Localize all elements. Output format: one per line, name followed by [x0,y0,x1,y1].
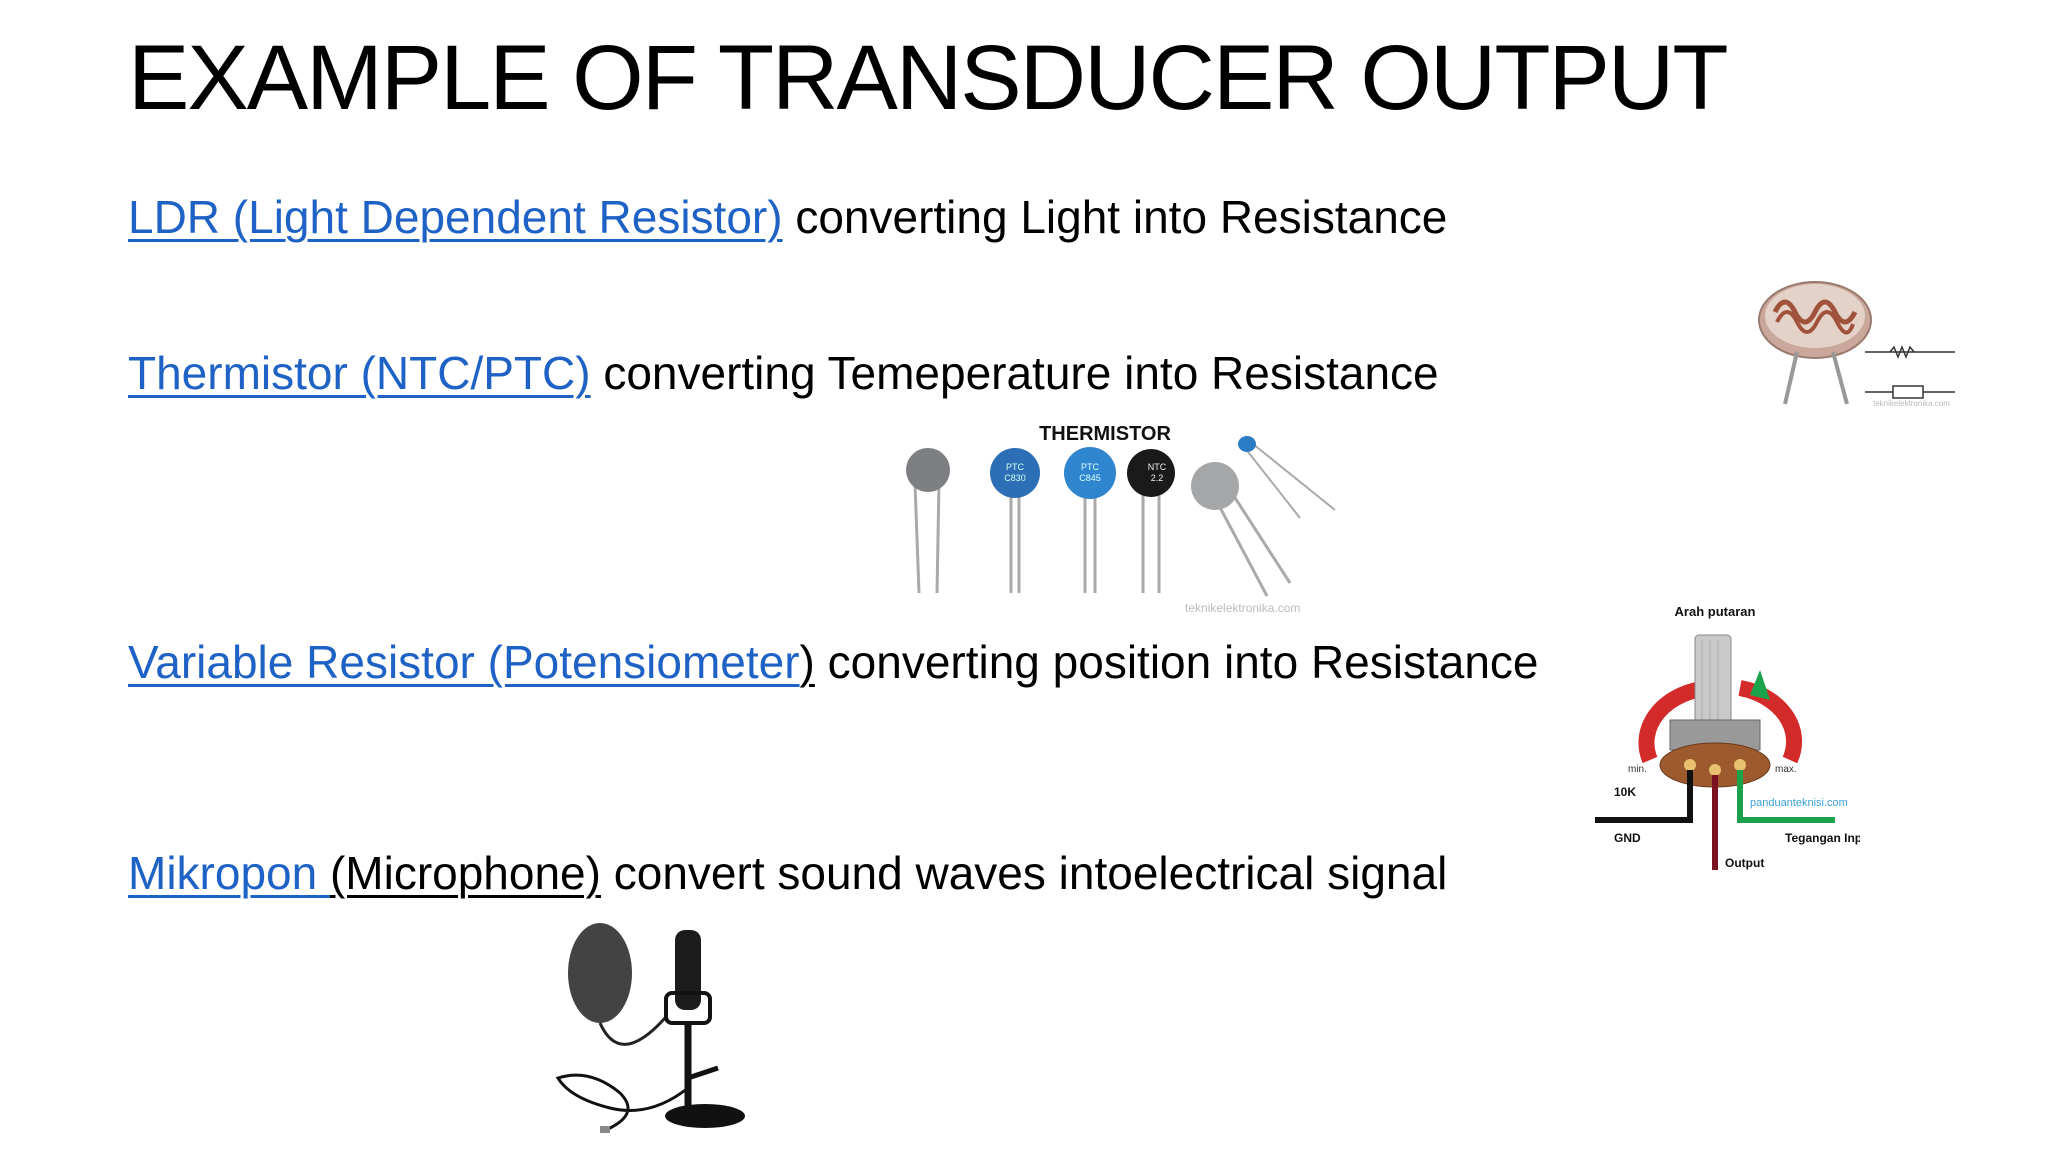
thermistor-description: converting Temeperature into Resistance [590,347,1439,399]
thermistor-label-5: NTC [1148,462,1167,472]
thermistor-label-2: C830 [1004,473,1026,483]
thermistor-link[interactable]: Thermistor (NTC/PTC) [128,347,591,399]
thermistor-label-1: PTC [1006,462,1025,472]
pot-max: max. [1775,764,1797,775]
potentiometer-image: Arah putaran min. max. 10K GND Output Te… [1590,600,1873,880]
ldr-image: teknikelektronika.com [1755,272,1965,412]
pot-output: Output [1725,856,1764,870]
ldr-link[interactable]: LDR (Light Dependent Resistor) [128,191,783,243]
potentiometer-link[interactable]: Variable Resistor (Potensiometer [128,636,800,688]
ldr-line: LDR (Light Dependent Resistor) convertin… [128,190,1447,245]
potentiometer-description: converting position into Resistance [814,636,1539,688]
thermistor-caption: THERMISTOR [1039,423,1171,445]
ldr-watermark: teknikelektronika.com [1873,399,1950,408]
pot-min: min. [1628,764,1647,775]
ldr-description: converting Light into Resistance [782,191,1448,243]
microphone-link-tail: (Microphone) [329,847,601,899]
thermistor-label-3: PTC [1081,462,1100,472]
microphone-description: convert sound waves intoelectrical signa… [600,847,1448,899]
thermistor-label-6: 2.2 [1151,473,1164,483]
pot-input: Tegangan Input [1785,831,1860,845]
pot-value: 10K [1614,785,1636,799]
thermistor-label-4: C845 [1079,473,1101,483]
pot-caption: Arah putaran [1675,604,1756,619]
thermistor-watermark: teknikelektronika.com [1185,601,1300,615]
potentiometer-link-tail: ) [799,636,815,688]
microphone-image [550,918,770,1140]
potentiometer-line: Variable Resistor (Potensiometer) conver… [128,635,1539,690]
thermistor-image: THERMISTOR PTC C830 PTC C845 NTC 2.2 tek… [905,418,1355,618]
thermistor-line: Thermistor (NTC/PTC) converting Temepera… [128,346,1439,401]
microphone-line: Mikropon (Microphone) convert sound wave… [128,846,1447,901]
pot-gnd: GND [1614,831,1641,845]
pot-watermark: panduanteknisi.com [1750,797,1848,809]
microphone-link[interactable]: Mikropon [128,847,330,899]
slide-title: EXAMPLE OF TRANSDUCER OUTPUT [128,27,1729,129]
